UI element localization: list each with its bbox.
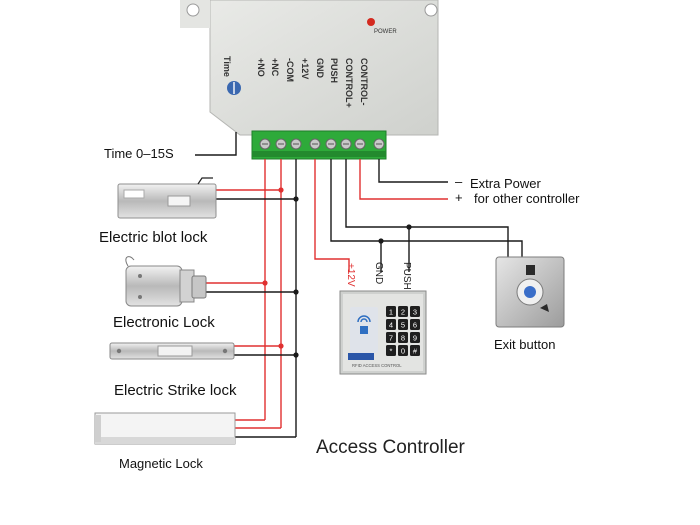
- extra-power-plus: +: [455, 190, 463, 205]
- mount-hole: [186, 3, 200, 17]
- wire-label-12v: +12V: [345, 263, 356, 287]
- time-label: Time: [222, 56, 232, 77]
- keypad-key-label: 5: [401, 321, 405, 330]
- power-supply-box: POWER Time +NO +NC -COM +12V GND PUSH CONTROL+…: [180, 0, 439, 160]
- keypad-key-label: *: [390, 347, 393, 356]
- magnetic-lock-image: [94, 412, 236, 445]
- mount-hole: [424, 3, 438, 17]
- exit-door-icon: [526, 265, 535, 275]
- terminal-labels: +NO +NC -COM +12V GND PUSH CONTROL+ CONTROL-: [256, 58, 369, 108]
- extra-power-minus: –: [455, 174, 463, 189]
- keypad-key[interactable]: [410, 345, 420, 356]
- bolt-lock-label: Electric blot lock: [99, 229, 208, 246]
- terminal-label: +NC: [270, 58, 280, 77]
- electric-bolt-lock-image: [117, 177, 217, 219]
- strike-lock-label: Electric Strike lock: [114, 382, 237, 399]
- keypad-key[interactable]: [398, 332, 408, 343]
- keypad-key[interactable]: [398, 319, 408, 330]
- terminal-label: +12V: [300, 58, 310, 79]
- keypad-key-label: 9: [413, 334, 417, 343]
- electronic-lock-label: Electronic Lock: [113, 314, 215, 331]
- keypad-key[interactable]: [410, 306, 420, 317]
- junction-dots: [262, 187, 412, 358]
- terminal-label: GND: [315, 58, 325, 79]
- extra-power-label-1: Extra Power: [470, 176, 541, 191]
- keypad-key-label: 3: [413, 308, 417, 317]
- exit-button-image: [495, 256, 565, 328]
- keypad-key[interactable]: [398, 345, 408, 356]
- keypad-key[interactable]: [386, 345, 396, 356]
- wire-label-push: PUSH: [401, 262, 412, 290]
- keypad-key-label: 2: [401, 308, 405, 317]
- keypad-key[interactable]: [410, 332, 420, 343]
- keypad-key[interactable]: [386, 319, 396, 330]
- terminal-label: -COM: [285, 58, 295, 82]
- access-controller-label: Access Controller: [316, 437, 465, 458]
- time-range-label: Time 0–15S: [104, 146, 174, 161]
- keypad-key-label: 8: [401, 334, 405, 343]
- wire-label-gnd: GND: [373, 262, 384, 284]
- keypad-key-label: 6: [413, 321, 417, 330]
- keypad-key[interactable]: [398, 306, 408, 317]
- keypad-brand: RFID ACCESS CONTROL: [352, 363, 402, 368]
- electric-strike-lock-image: [109, 342, 235, 360]
- extra-power-label-2: for other controller: [474, 191, 580, 206]
- wires: [195, 132, 523, 438]
- terminal-label: CONTROL+: [344, 58, 354, 108]
- power-led-icon: [367, 18, 375, 26]
- terminal-label: PUSH: [329, 58, 339, 83]
- terminal-label: +NO: [256, 58, 266, 77]
- keypad-key-label: #: [413, 347, 418, 356]
- magnetic-lock-label: Magnetic Lock: [119, 456, 203, 471]
- electronic-lock-image: [125, 256, 207, 307]
- exit-button-led-icon: [524, 286, 536, 298]
- exit-button-label: Exit button: [494, 337, 556, 352]
- terminal-label: CONTROL-: [359, 58, 369, 106]
- power-led-label: POWER: [374, 29, 397, 35]
- keypad-key[interactable]: [386, 332, 396, 343]
- keypad-key-label: 1: [389, 308, 393, 317]
- keypad-key[interactable]: [386, 306, 396, 317]
- rfid-icon: [360, 326, 368, 334]
- keypad-key-label: 7: [389, 334, 393, 343]
- keypad-key[interactable]: [410, 319, 420, 330]
- hand-press-icon: [540, 304, 549, 312]
- keypad-key-label: 4: [389, 321, 393, 330]
- keypad-key-label: 0: [401, 347, 405, 356]
